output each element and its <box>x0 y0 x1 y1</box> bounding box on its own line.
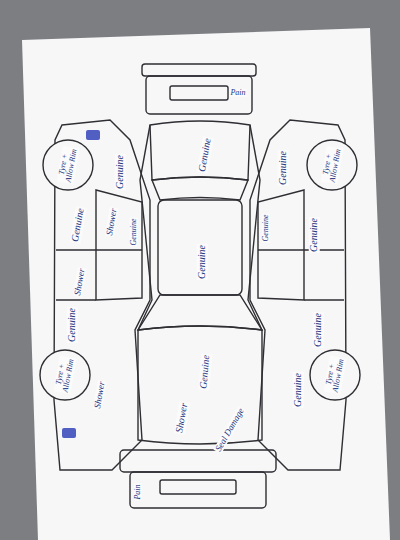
part-note: Genuine <box>130 217 138 246</box>
wheel-note: Tyre + Allow Rim <box>54 356 77 394</box>
part-note: Genuine <box>197 136 214 173</box>
wheel-note: Tyre + Allow Rim <box>57 146 80 184</box>
part-note: Genuine <box>197 244 208 280</box>
part-note: Pain <box>229 89 246 97</box>
wheel-note: Tyre + Allow Rim <box>324 356 347 394</box>
part-note: Seal Damage <box>213 406 246 454</box>
part-note: Genuine <box>278 150 289 186</box>
part-note: Genuine <box>70 206 87 243</box>
car-outline <box>40 64 360 508</box>
part-note: Genuine <box>262 213 270 242</box>
part-note: Pain <box>134 483 142 500</box>
part-note: Shower <box>105 207 119 237</box>
paper-sheet <box>22 28 390 540</box>
part-note: Genuine <box>67 307 78 343</box>
part-note: Genuine <box>309 217 320 253</box>
part-note: Genuine <box>198 354 212 391</box>
part-note: Genuine <box>313 312 324 348</box>
part-note: Shower <box>73 267 87 297</box>
part-note: Shower <box>93 380 107 410</box>
part-note: Shower <box>174 401 190 434</box>
part-note: Genuine <box>293 372 304 408</box>
part-note: Genuine <box>115 154 126 190</box>
wheel-note: Tyre + Allow Rim <box>321 146 344 184</box>
